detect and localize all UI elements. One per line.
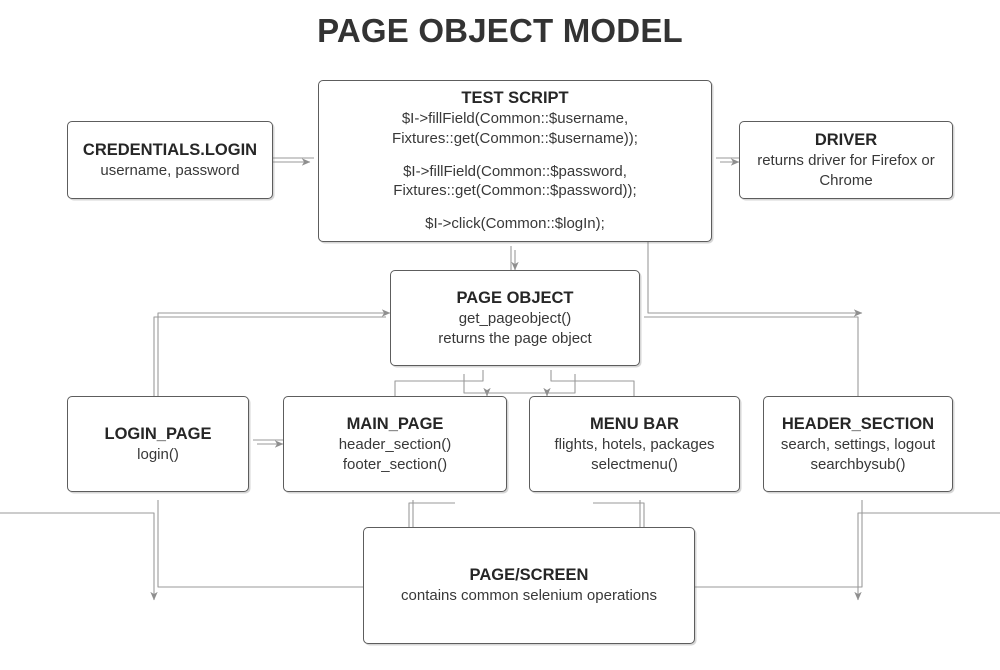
connector-main-page-to-page-object [394,370,576,397]
connector-menu-bar-to-page-object [463,370,635,397]
node-menu-bar[interactable]: MENU BAR flights, hotels, packages selec… [529,396,740,492]
node-credentials-login-title: CREDENTIALS.LOGIN [82,140,258,159]
node-login-page[interactable]: LOGIN_PAGE login() [67,396,249,492]
node-login-page-title: LOGIN_PAGE [104,424,212,443]
connector-page-object-to-test-script [510,246,519,271]
node-main-page-line1: header_section() footer_section() [338,435,452,473]
node-page-screen-line1: contains common selenium operations [401,587,657,605]
node-credentials-login-line1: username, password [100,161,240,179]
node-menu-bar-line1: flights, hotels, packages selectmenu() [554,435,715,473]
node-test-script[interactable]: TEST SCRIPT $I->fillField(Common::$usern… [318,80,712,242]
node-page-object-title: PAGE OBJECT [456,288,574,307]
node-page-object-line1: get_pageobject() returns the page object [438,309,592,347]
node-page-object[interactable]: PAGE OBJECT get_pageobject() returns the… [390,270,640,366]
node-driver[interactable]: DRIVER returns driver for Firefox or Chr… [739,121,953,199]
node-page-screen[interactable]: PAGE/SCREEN contains common selenium ope… [363,527,695,644]
node-test-script-line2: $I->fillField(Common::$password, Fixture… [393,162,637,200]
node-login-page-line1: login() [137,445,179,463]
connector-header-section-to-page-object [644,230,863,396]
node-main-page-title: MAIN_PAGE [346,414,444,433]
node-credentials-login[interactable]: CREDENTIALS.LOGIN username, password [67,121,273,199]
node-main-page[interactable]: MAIN_PAGE header_section() footer_sectio… [283,396,507,492]
node-test-script-line3: $I->click(Common::$logIn); [425,215,605,233]
page-title: PAGE OBJECT MODEL [317,12,683,49]
node-header-section-line1: search, settings, logout searchbysub() [780,435,936,473]
node-driver-line1: returns driver for Firefox or Chrome [757,151,935,189]
connector-page-screen-to-header-section [695,500,1000,601]
node-test-script-title: TEST SCRIPT [461,88,569,107]
connector-page-screen-to-login-page [0,500,363,601]
node-menu-bar-title: MENU BAR [590,414,679,433]
connector-driver-to-test-script [716,157,740,166]
node-driver-title: DRIVER [814,130,878,149]
node-test-script-line1: $I->fillField(Common::$username, Fixture… [392,110,638,147]
connector-login-page-to-page-object [153,309,391,396]
node-page-screen-title: PAGE/SCREEN [469,566,589,585]
connector-main-page-to-login-page [253,439,284,448]
connector-credentials-to-test-script [273,157,314,166]
node-header-section-title: HEADER_SECTION [781,414,935,433]
node-header-section[interactable]: HEADER_SECTION search, settings, logout … [763,396,953,492]
